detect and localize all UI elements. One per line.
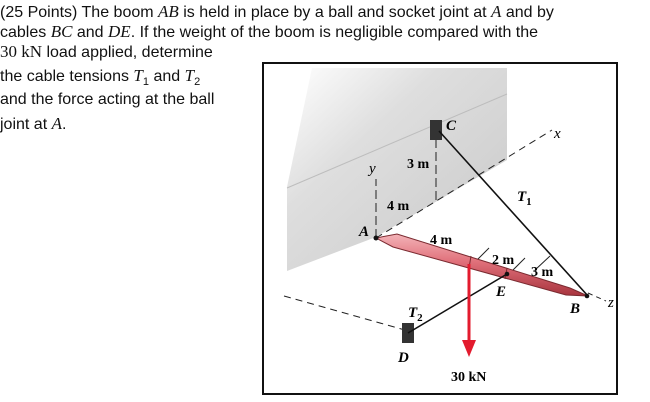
dim-label: 4 m <box>387 199 410 214</box>
cable-label-t2: T2 <box>408 305 423 324</box>
label-b: B <box>569 301 580 317</box>
point-e-dot <box>504 271 510 277</box>
tension-symbol: T <box>408 305 418 321</box>
joint-symbol: A <box>51 114 62 133</box>
problem-text: and the force acting at the ball <box>0 91 215 108</box>
problem-text: (25 Points) The boom <box>0 4 159 21</box>
tension-subscript: 2 <box>194 76 201 88</box>
tension-subscript: 1 <box>526 196 532 208</box>
z-axis <box>587 292 607 302</box>
load-value: 30 kN <box>0 42 43 61</box>
figure-svg: C A B D E x y z 3 m 4 m 4 m 2 m 3 m T1 T… <box>283 68 614 385</box>
wall-edge <box>286 93 508 189</box>
boom-ab <box>374 233 589 297</box>
problem-text: load applied, determine <box>42 44 213 61</box>
problem-text: . If the weight of the boom is negligibl… <box>130 24 539 41</box>
bracket-c <box>430 120 442 140</box>
problem-text: . <box>61 116 67 133</box>
tension-subscript: 2 <box>417 312 423 324</box>
axis-label-y: y <box>367 161 376 177</box>
load-arrow-head <box>462 340 476 357</box>
boom-symbol: AB <box>158 2 179 21</box>
cable-symbol: BC <box>50 22 73 41</box>
dim-label: 3 m <box>531 265 554 280</box>
problem-line-1: (25 Points) The boom AB is held in place… <box>0 1 554 24</box>
dim-tick <box>534 255 551 271</box>
joint-a-dot <box>373 235 379 241</box>
problem-text: and <box>72 24 109 41</box>
label-e: E <box>495 284 506 300</box>
problem-text: joint at <box>0 116 52 133</box>
axis-label-x: x <box>553 126 561 142</box>
problem-line-2: cables BC and DE. If the weight of the b… <box>0 21 538 44</box>
problem-line-6: joint at A. <box>0 113 66 136</box>
problem-text: the cable tensions <box>0 68 134 85</box>
tension-symbol: T <box>133 66 143 85</box>
axis-label-z: z <box>607 295 614 311</box>
load-label: 30 kN <box>451 370 486 385</box>
joint-symbol: A <box>490 2 502 21</box>
problem-text: and by <box>501 4 554 21</box>
tension-symbol: T <box>184 66 195 85</box>
problem-text: cables <box>0 24 51 41</box>
problem-line-3: 30 kN load applied, determine <box>0 41 213 64</box>
boom-figure: C A B D E x y z 3 m 4 m 4 m 2 m 3 m T1 T… <box>262 62 618 395</box>
tension-subscript: 1 <box>142 76 150 88</box>
tension-symbol: T <box>517 189 527 205</box>
dim-label: 4 m <box>430 233 453 248</box>
cable-de <box>407 273 508 334</box>
ground-line <box>283 295 413 333</box>
wall <box>287 68 507 271</box>
problem-text: is held in place by a ball and socket jo… <box>178 4 491 21</box>
dim-label: 3 m <box>407 157 430 172</box>
point-b-dot <box>584 293 590 299</box>
label-d: D <box>397 350 409 366</box>
problem-line-4: the cable tensions T1 and T2 <box>0 65 200 93</box>
cable-label-t1: T1 <box>517 189 532 208</box>
label-c: C <box>446 118 457 134</box>
x-axis <box>375 129 553 239</box>
cable-symbol: DE <box>108 22 131 41</box>
cable-bc <box>438 130 589 297</box>
dim-label: 2 m <box>492 253 515 268</box>
label-a: A <box>358 224 369 240</box>
problem-text: and <box>149 68 185 85</box>
problem-line-5: and the force acting at the ball <box>0 89 214 111</box>
